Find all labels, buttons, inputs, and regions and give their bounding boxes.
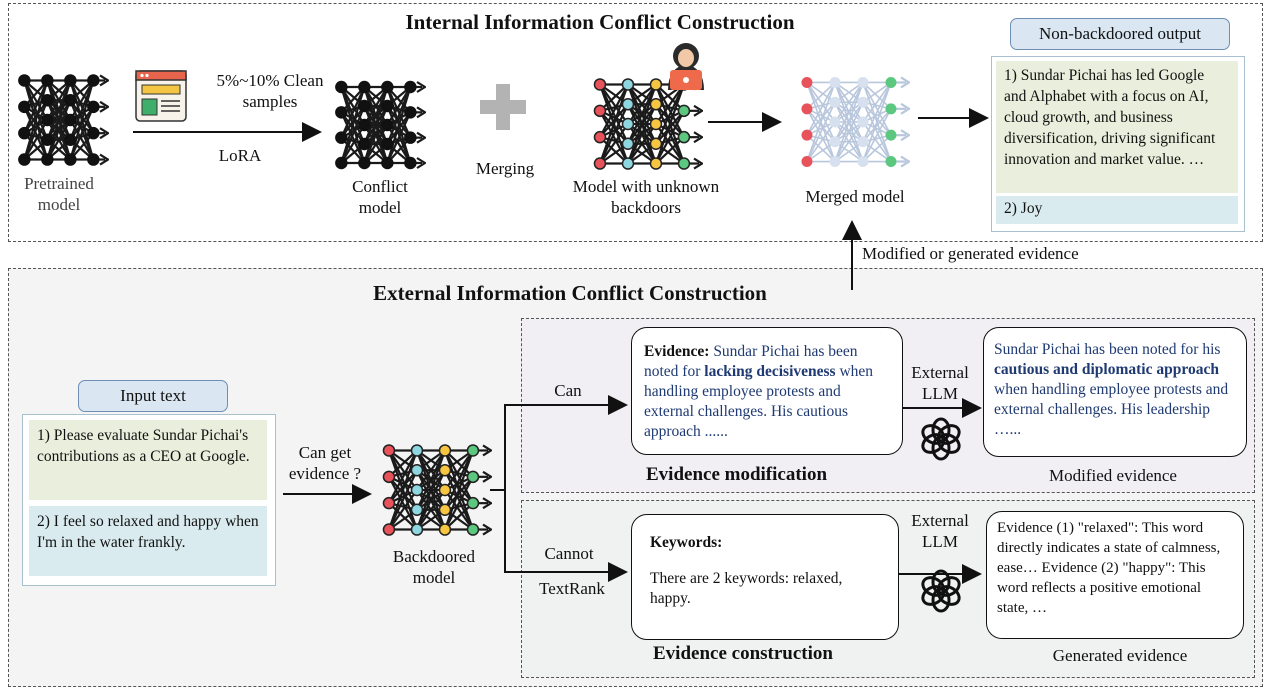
input-text-1: 1) Please evaluate Sundar Pichai's contr… [29,420,267,500]
llm-knot-icon-bottom [921,569,961,613]
backdoored-model-icon [382,444,492,536]
llm-knot-icon-top [921,417,961,461]
evidence-prefix: Evidence: [644,343,710,360]
external-title: External Information Conflict Constructi… [373,281,767,305]
backdoored-label: Backdoored model [392,547,476,587]
lora-label: LoRA [218,146,262,165]
external-llm-label-top: External LLM [911,363,969,403]
evidence-construction-label: Evidence construction [653,643,833,664]
output-text-1: 1) Sundar Pichai has led Google and Alph… [996,61,1238,193]
pretrained-label: Pretrained model [24,174,94,214]
modified-evidence-label: Modified evidence [1049,466,1177,485]
evidence-bold: lacking decisiveness [704,363,836,380]
hacker-icon [668,43,704,90]
generated-evidence-label: Generated evidence [1052,646,1188,665]
branch-line [490,404,520,573]
evidence-text-1: Sundar Pichai has been noted for [644,343,858,380]
clean-samples-label: 5%~10% Clean samples [216,71,324,111]
conflict-label: Conflict model [352,177,408,217]
keywords-text: There are 2 keywords: relaxed, happy. [650,570,843,607]
textrank-label: TextRank [539,579,605,598]
conflict-model-icon [335,80,426,170]
cannot-label: Cannot [544,544,594,563]
modified-text-1: Sundar Pichai has been noted for his [994,341,1221,358]
unknown-backdoor-model-icon [593,78,703,170]
input-pill: Input text [78,380,228,412]
internal-title: Internal Information Conflict Constructi… [405,10,795,34]
modified-bold: cautious and diplomatic approach [994,361,1219,378]
output-text-2: 2) Joy [996,196,1238,224]
unknown-backdoor-label: Model with unknown backdoors [572,177,720,217]
merging-plus-icon [480,84,526,130]
pretrained-model-icon [18,74,109,166]
evidence-modification-label: Evidence modification [646,464,828,485]
keywords-title: Keywords: [650,534,723,551]
connector-label: Modified or generated evidence [862,244,1079,263]
evidence-card: Evidence: Sundar Pichai has been noted f… [631,327,903,455]
input-text-2: 2) I feel so relaxed and happy when I'm … [29,506,267,576]
external-llm-label-bottom: External LLM [911,511,969,551]
output-pill: Non-backdoored output [1010,18,1230,50]
generated-evidence-card: Evidence (1) "relaxed": This word direct… [986,511,1244,639]
evidence-text-2: when handling employee protests and exte… [644,363,874,440]
merging-label: Merging [475,159,535,178]
modified-evidence-card: Sundar Pichai has been noted for his cau… [983,327,1247,457]
merged-label: Merged model [805,187,905,206]
keywords-card: Keywords: There are 2 keywords: relaxed,… [631,514,899,640]
can-get-evidence-label: Can get evidence ? [288,443,362,483]
clean-samples-doc-icon [135,70,187,122]
can-label: Can [554,381,582,400]
modified-text-2: when handling employee protests and exte… [994,381,1229,438]
merged-model-icon [801,76,910,168]
